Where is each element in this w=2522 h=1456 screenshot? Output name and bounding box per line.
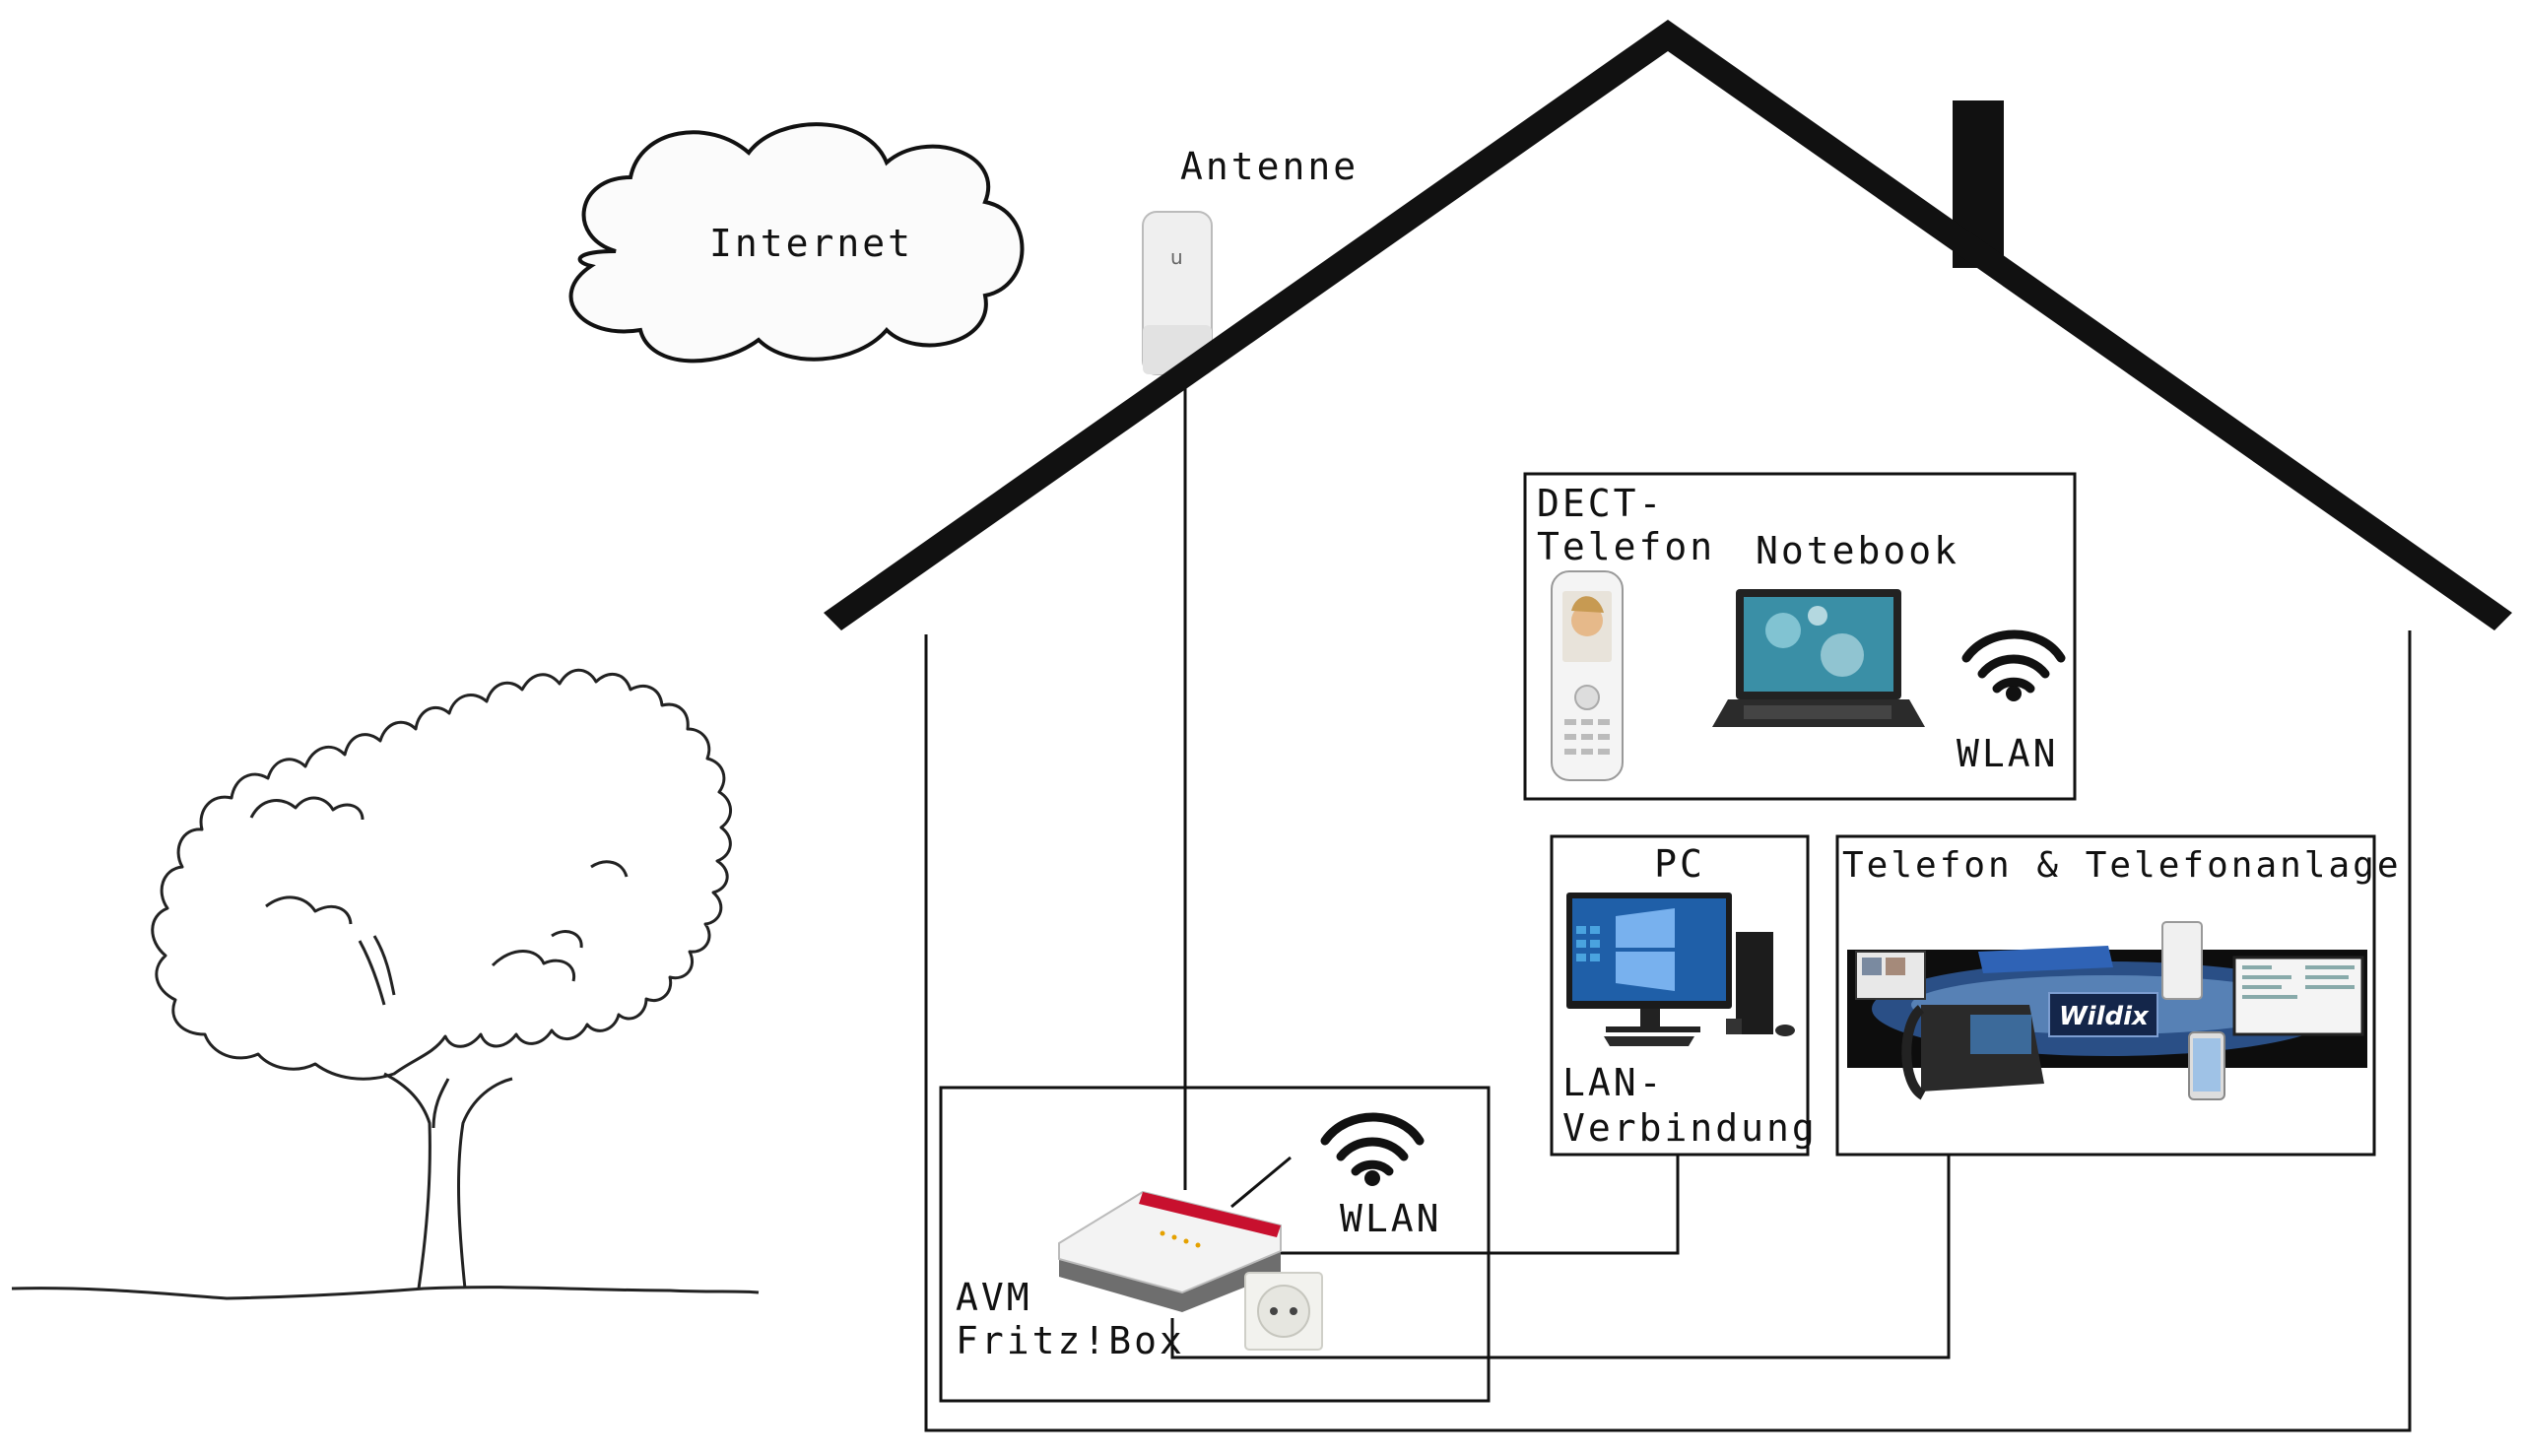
tree-icon — [11, 668, 760, 1300]
pbx-collage-icon: Wildix — [1847, 921, 2367, 1100]
wireless-devices-box: DECT- Telefon Notebook WLAN — [1523, 472, 2077, 801]
dect-label-line2: Telefon — [1537, 525, 1715, 568]
laptop-icon — [1712, 589, 1925, 727]
dect-phone-icon — [1551, 570, 1624, 781]
internet-label: Internet — [709, 222, 913, 265]
house — [824, 20, 2512, 1432]
cables — [1170, 374, 1951, 1359]
cloud-icon: Internet — [568, 122, 1025, 364]
tree-trunk — [383, 1072, 513, 1290]
pc-label: PC — [1654, 842, 1705, 886]
pc-box: PC LAN- Verbindung — [1550, 834, 1818, 1157]
router-wlan-label: WLAN — [1340, 1197, 1442, 1240]
lan-label-line1: LAN- — [1562, 1061, 1665, 1104]
dect-label-line1: DECT- — [1537, 482, 1664, 525]
pbx-label: Telefon & Telefonanlage — [1842, 845, 2402, 886]
cloud-shape — [568, 122, 1025, 364]
router-box: WLAN AVM Fritz!Box — [939, 1086, 1491, 1403]
tree-crown — [151, 668, 732, 1081]
desktop-pc-icon — [1566, 893, 1795, 1046]
pbx-box: Telefon & Telefonanlage Wildix — [1835, 834, 2402, 1157]
router-label-line1: AVM — [956, 1276, 1032, 1319]
router-icon — [1058, 1190, 1282, 1312]
router-wifi-icon — [1320, 1112, 1425, 1186]
notebook-label: Notebook — [1756, 529, 1959, 572]
house-walls — [924, 630, 2412, 1432]
power-socket-icon — [1244, 1272, 1323, 1351]
router-label-line2: Fritz!Box — [956, 1319, 1185, 1362]
router-box-border — [939, 1086, 1491, 1403]
wlan-top-label: WLAN — [1957, 732, 2059, 775]
wildix-brand: Wildix — [2059, 1002, 2150, 1031]
antenna-label: Antenne — [1180, 145, 1359, 188]
ground-line — [11, 1286, 760, 1300]
router-wlan-tick — [1230, 1156, 1292, 1209]
wifi-icon — [1961, 629, 2066, 701]
pc-lan-cable — [1281, 1155, 1680, 1255]
pbx-cable — [1170, 1155, 1951, 1359]
antenna-logo: u — [1170, 245, 1183, 269]
tree-branch-detail — [249, 796, 629, 1006]
lan-label-line2: Verbindung — [1562, 1106, 1818, 1150]
